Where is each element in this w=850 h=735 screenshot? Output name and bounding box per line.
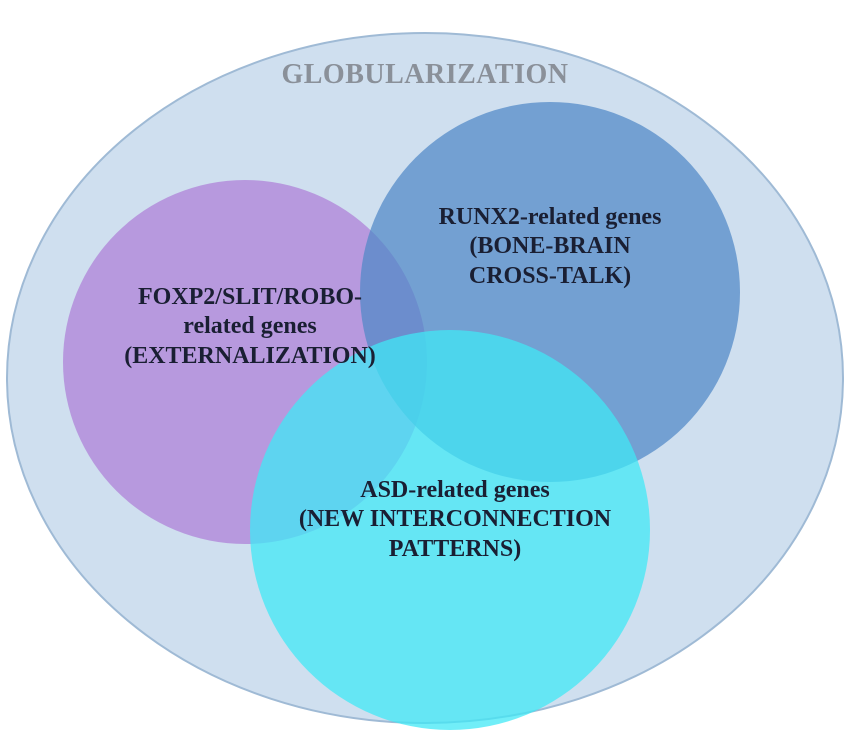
foxp2-label-line-1: FOXP2/SLIT/ROBO-	[137, 284, 363, 310]
foxp2-set-label: FOXP2/SLIT/ROBO- related genes (EXTERNAL…	[85, 283, 415, 371]
foxp2-label-line-2: related genes	[183, 313, 317, 340]
runx2-label-line-2: (BONE-BRAIN	[469, 233, 631, 260]
runx2-label-line-3: CROSS-TALK)	[468, 262, 632, 289]
runx2-set-label: RUNX2-related genes (BONE-BRAIN CROSS-TA…	[385, 203, 715, 291]
globularization-title: GLOBULARIZATION	[281, 59, 569, 90]
asd-label-line-3: PATTERNS)	[388, 535, 522, 562]
runx2-label-line-1: RUNX2-related genes	[438, 204, 662, 230]
asd-label-line-1: ASD-related genes	[360, 477, 550, 503]
circle-asd	[250, 330, 650, 730]
foxp2-label-line-3: (EXTERNALIZATION)	[124, 342, 376, 369]
asd-label-line-2: (NEW INTERCONNECTION	[298, 506, 612, 533]
asd-set-label: ASD-related genes (NEW INTERCONNECTION P…	[255, 476, 655, 564]
